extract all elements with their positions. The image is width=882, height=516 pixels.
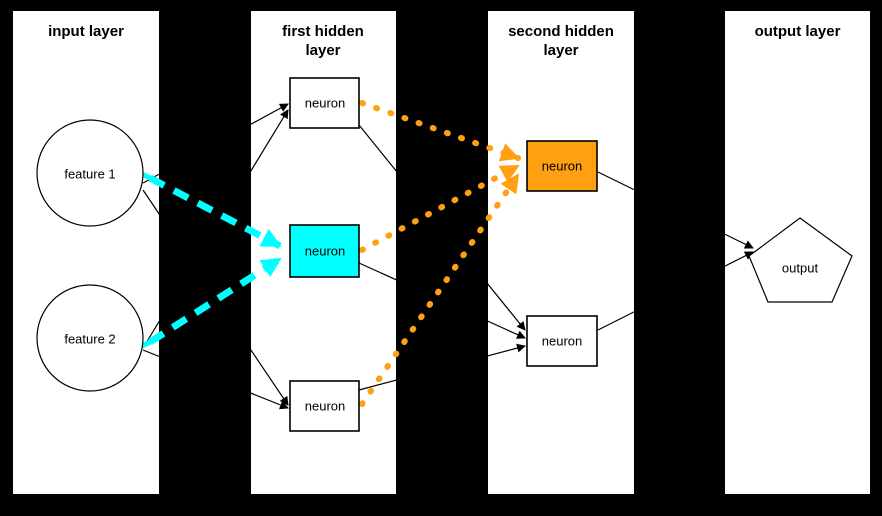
node-label-h1-mid: neuron <box>304 243 346 259</box>
node-label-feature-1: feature 1 <box>64 166 116 182</box>
panel-output-layer <box>725 11 870 494</box>
panel-input-layer <box>13 11 159 494</box>
panel-second-hidden-layer <box>488 11 634 494</box>
layer-title-second-hidden: second hidden layer <box>508 23 614 59</box>
layer-title-output: output layer <box>754 23 841 40</box>
node-label-h2-top: neuron <box>541 158 583 174</box>
node-label-h1-bottom: neuron <box>304 398 346 414</box>
node-label-output: output <box>781 260 819 276</box>
node-label-h2-bottom: neuron <box>541 333 583 349</box>
layer-title-first-hidden: first hidden layer <box>282 23 364 59</box>
layer-title-input: input layer <box>48 23 124 40</box>
node-label-h1-top: neuron <box>304 95 346 111</box>
node-label-feature-2: feature 2 <box>64 331 116 347</box>
